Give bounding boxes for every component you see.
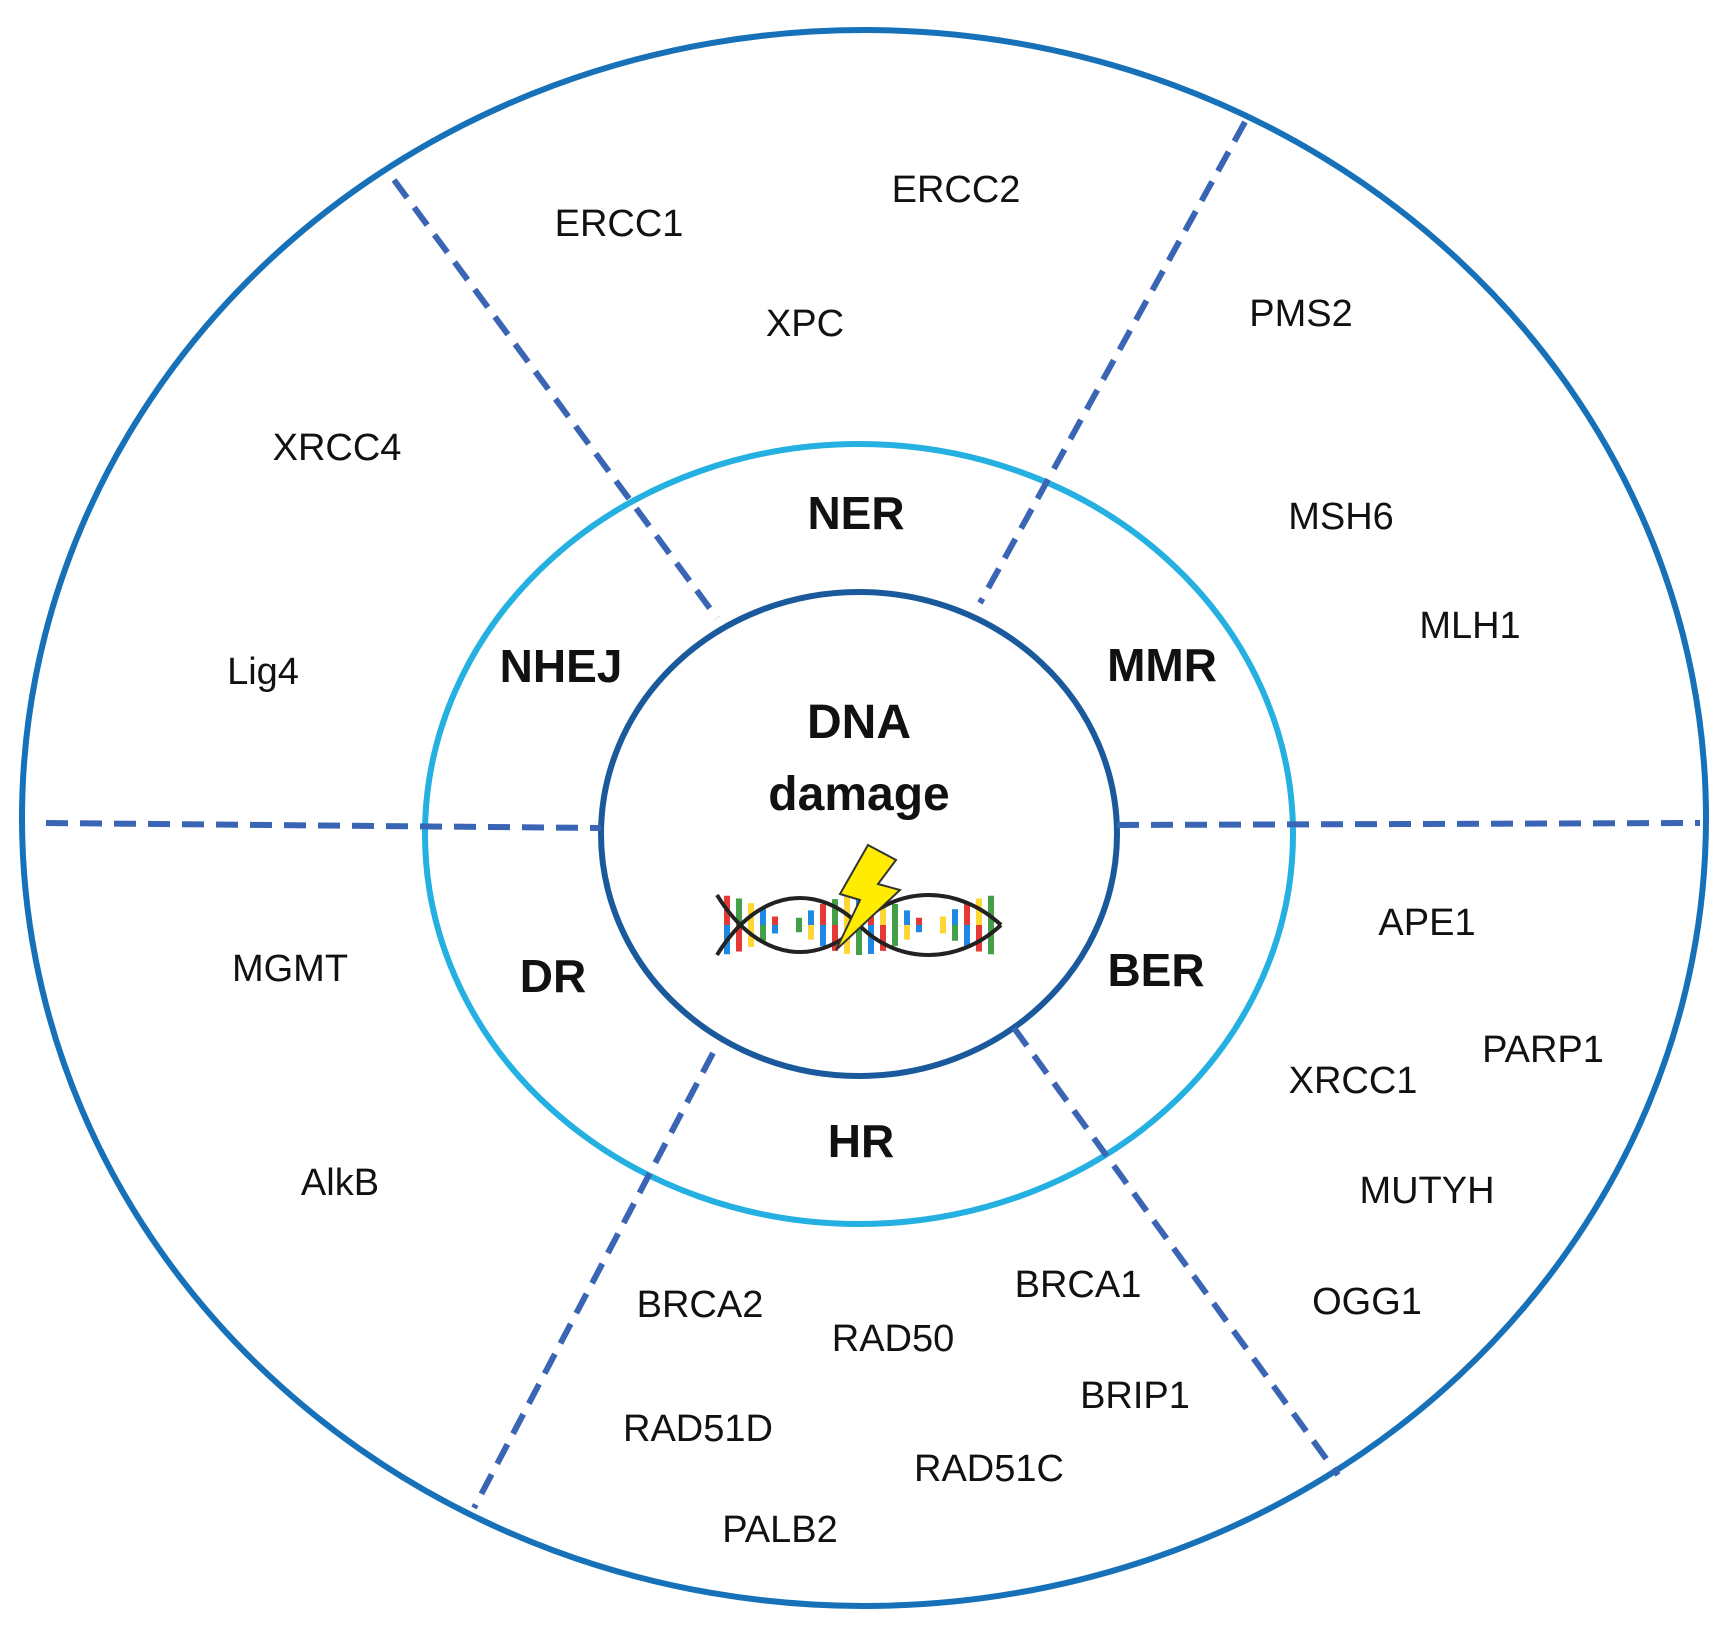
lightning-bolt-icon xyxy=(835,843,902,951)
pathway-label-ber: BER xyxy=(1107,944,1204,996)
gene-label: OGG1 xyxy=(1312,1281,1422,1323)
gene-label: PMS2 xyxy=(1249,293,1352,335)
divider-lower-right xyxy=(1011,1026,1341,1477)
gene-label: BRCA2 xyxy=(637,1284,764,1326)
gene-label: AlkB xyxy=(301,1162,379,1204)
gene-label: MGMT xyxy=(232,948,348,990)
gene-label: BRIP1 xyxy=(1080,1375,1190,1417)
gene-label: XRCC1 xyxy=(1289,1060,1418,1102)
gene-label: Lig4 xyxy=(227,651,299,693)
middle-ring xyxy=(422,441,1296,1227)
gene-label: MUTYH xyxy=(1359,1170,1494,1212)
inner-ring xyxy=(598,589,1120,1079)
pathway-label-mmr: MMR xyxy=(1107,639,1217,691)
gene-label: RAD51D xyxy=(623,1408,773,1450)
sector-dividers xyxy=(45,120,1701,1510)
gene-label: XPC xyxy=(766,303,844,345)
divider-lower-left xyxy=(471,1051,716,1510)
gene-label: PARP1 xyxy=(1482,1029,1604,1071)
gene-label: MSH6 xyxy=(1288,496,1394,538)
outer-ring xyxy=(19,27,1709,1609)
gene-label: MLH1 xyxy=(1419,605,1520,647)
gene-label: PALB2 xyxy=(722,1509,837,1551)
center-title-line1: DNA xyxy=(807,696,911,749)
pathway-label-ner: NER xyxy=(807,487,904,539)
pathway-label-dr: DR xyxy=(520,950,586,1002)
divider-right xyxy=(1116,820,1701,828)
dna-damage-icon xyxy=(715,843,1003,957)
gene-label: ERCC2 xyxy=(892,169,1021,211)
pathway-label-nhej: NHEJ xyxy=(500,640,623,692)
gene-label: ERCC1 xyxy=(555,203,684,245)
gene-label: RAD50 xyxy=(832,1318,955,1360)
center-title-line2: damage xyxy=(768,768,949,821)
gene-label: RAD51C xyxy=(914,1448,1064,1490)
pathway-label-hr: HR xyxy=(828,1115,894,1167)
divider-upper-left xyxy=(391,178,720,620)
gene-label: XRCC4 xyxy=(273,427,402,469)
divider-left xyxy=(45,820,602,831)
divider-upper-right xyxy=(977,120,1248,605)
gene-label: APE1 xyxy=(1378,902,1475,944)
gene-label: BRCA1 xyxy=(1015,1264,1142,1306)
